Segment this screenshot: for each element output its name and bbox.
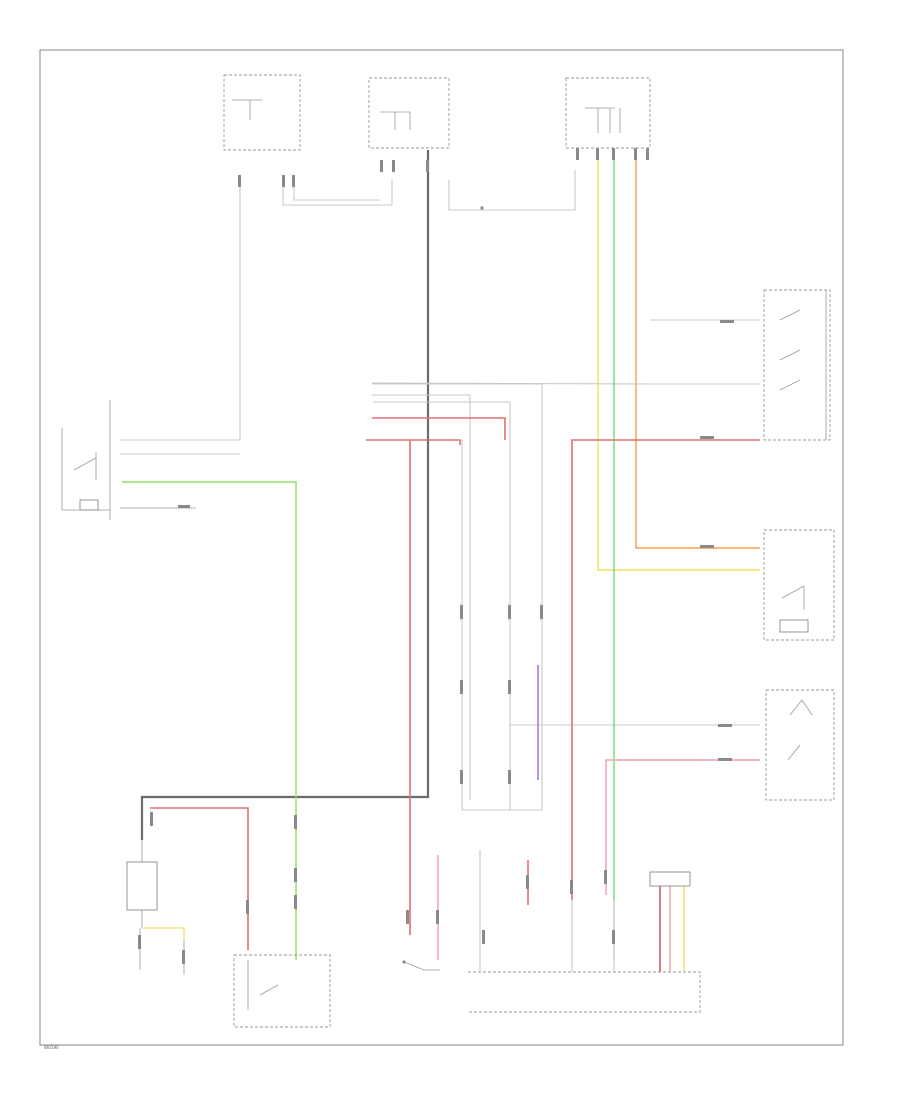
center-gray-wire-2	[372, 394, 471, 800]
clutch-interlock-switch	[402, 960, 440, 971]
data-link-connector	[649, 871, 691, 887]
center-gray-wire-3	[373, 401, 511, 810]
battery	[126, 840, 158, 928]
pink-wire-right	[605, 759, 760, 895]
top-gray-wire-1	[120, 180, 241, 441]
connector-markers	[138, 148, 734, 964]
yellow-wire	[597, 160, 760, 571]
left-combination-switch	[61, 400, 111, 520]
red-wire-right	[571, 439, 760, 900]
shift-lever-switch	[763, 289, 831, 441]
red-wire-battery	[150, 807, 249, 950]
brake-pedal-switch	[763, 529, 835, 641]
yellow-wire-ground	[142, 927, 185, 940]
orange-wire	[635, 160, 760, 549]
top-center-module	[368, 77, 450, 149]
powertrain-control-module	[468, 850, 701, 1013]
top-left-module	[223, 74, 301, 151]
top-gray-wire-3	[293, 180, 380, 201]
red-wire-center-2	[366, 439, 461, 445]
center-gray-wire-1	[372, 383, 543, 810]
starter-relay	[233, 954, 331, 1028]
top-right-module	[565, 77, 651, 149]
black-power-wire	[140, 150, 430, 840]
top-gray-wire-2	[282, 180, 393, 206]
diagram-frame	[39, 49, 844, 1046]
red-wire-center-1	[372, 417, 506, 440]
green-wire-left	[122, 481, 297, 960]
transmission-range-switch	[765, 689, 835, 801]
top-gray-wire-4	[448, 170, 576, 211]
diagram-code: W0190	[44, 1045, 59, 1050]
